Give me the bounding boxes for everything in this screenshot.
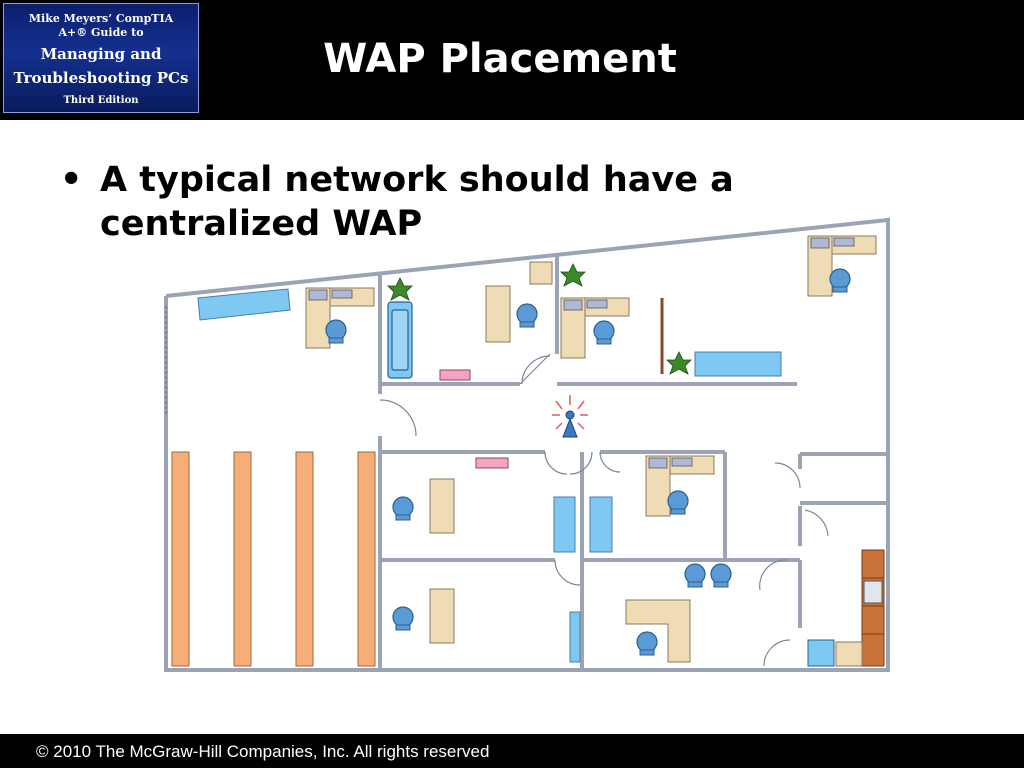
copyright-text: © 2010 The McGraw-Hill Companies, Inc. A… [36,742,490,761]
book-line-2: A+® Guide to [58,26,144,39]
workstations [305,235,877,663]
book-edition: Third Edition [63,95,139,106]
book-line-4: Troubleshooting PCs [13,69,189,87]
bullet-text: A typical network should have a centrali… [100,160,734,244]
outer-walls [164,217,890,672]
storage-shelves [171,451,376,667]
windows [197,288,782,663]
plants [387,263,692,375]
book-line-1: Mike Meyers’ CompTIA [28,12,174,25]
book-cover-logo: Mike Meyers’ CompTIA A+® Guide to Managi… [3,3,199,113]
book-line-3: Managing and [40,45,162,63]
kitchen-cabinets [807,549,885,667]
interior-walls [378,254,888,670]
slide-title: WAP Placement [323,36,677,82]
door-swings [379,353,829,667]
sofa [387,301,413,379]
office-floor-plan [164,217,890,672]
slide-header: Mike Meyers’ CompTIA A+® Guide to Managi… [0,0,1024,120]
bullet-marker: • [60,160,83,200]
slide-footer: © 2010 The McGraw-Hill Companies, Inc. A… [0,734,1024,768]
pink-benches [439,369,509,469]
wireless-access-point-icon [552,395,588,438]
